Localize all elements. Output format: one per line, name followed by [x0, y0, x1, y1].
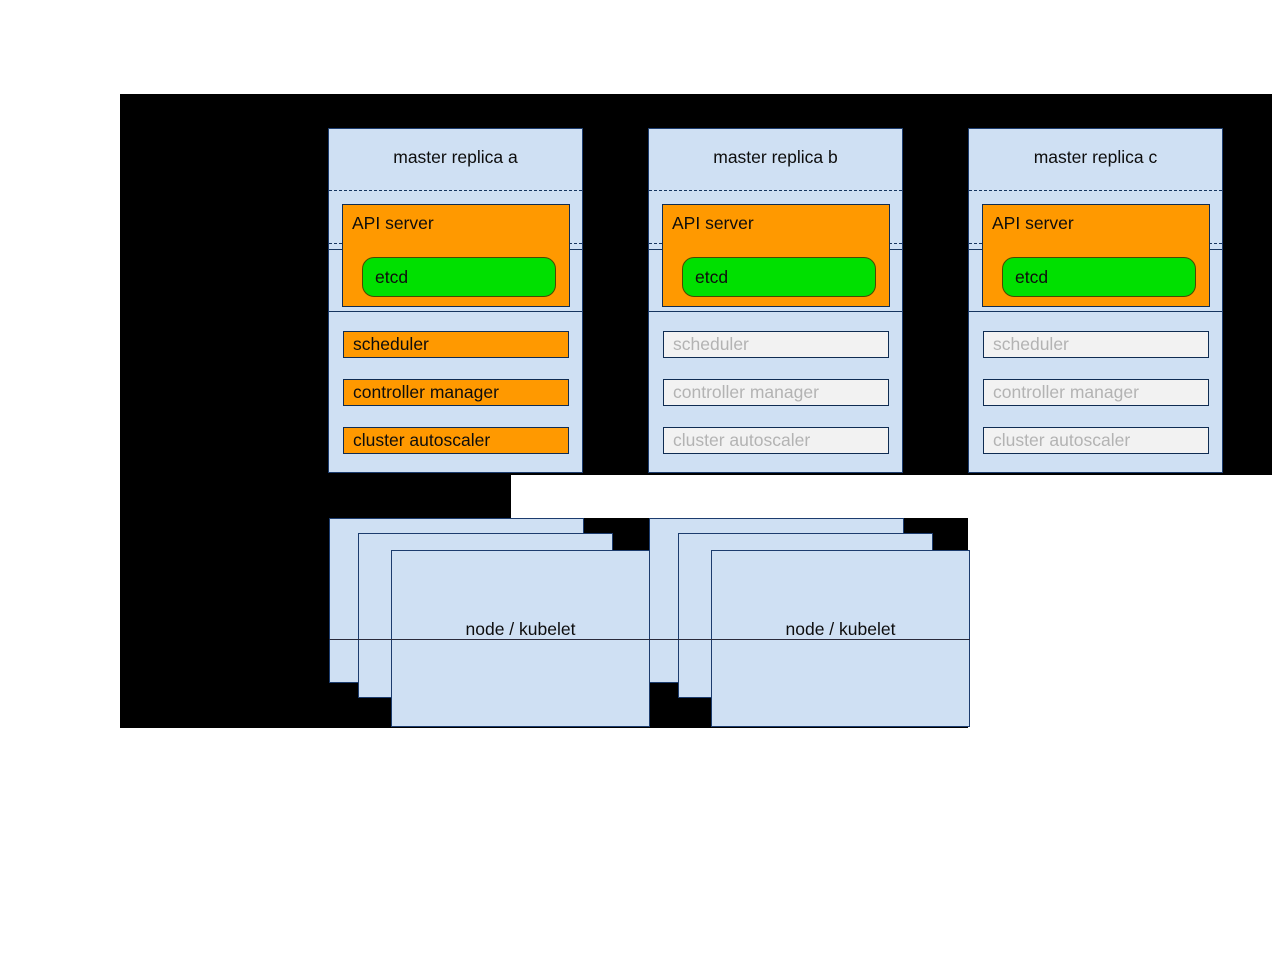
- master-replica-b-title: master replica b: [713, 147, 838, 167]
- node-group-2-divider: [649, 639, 970, 640]
- replica-a-inner-bottom: [329, 311, 582, 312]
- replica-c-inner-bottom: [969, 311, 1222, 312]
- replica-b-inner-bottom: [649, 311, 902, 312]
- etcd-box-b[interactable]: etcd: [682, 257, 876, 297]
- master-replica-c-title: master replica c: [1033, 147, 1158, 167]
- etcd-box-a[interactable]: etcd: [362, 257, 556, 297]
- controller-manager-chip-b[interactable]: controller manager: [663, 379, 889, 406]
- node-group-2-card-front[interactable]: node / kubelet: [711, 550, 970, 727]
- controller-manager-chip-a[interactable]: controller manager: [343, 379, 569, 406]
- replica-b-dash-top: [649, 190, 902, 191]
- node-group-1-divider: [329, 639, 650, 640]
- cluster-autoscaler-chip-c[interactable]: cluster autoscaler: [983, 427, 1209, 454]
- node-group-2-label: node / kubelet: [785, 619, 896, 639]
- controller-manager-chip-c[interactable]: controller manager: [983, 379, 1209, 406]
- cluster-autoscaler-chip-a[interactable]: cluster autoscaler: [343, 427, 569, 454]
- replica-a-dash-top: [329, 190, 582, 191]
- scheduler-chip-c[interactable]: scheduler: [983, 331, 1209, 358]
- node-group-1-card-front[interactable]: node / kubelet: [391, 550, 650, 727]
- api-server-label-c: API server: [992, 213, 1074, 233]
- api-server-label-a: API server: [352, 213, 434, 233]
- scheduler-chip-b[interactable]: scheduler: [663, 331, 889, 358]
- etcd-box-c[interactable]: etcd: [1002, 257, 1196, 297]
- replica-c-dash-top: [969, 190, 1222, 191]
- cluster-autoscaler-chip-b[interactable]: cluster autoscaler: [663, 427, 889, 454]
- scheduler-chip-a[interactable]: scheduler: [343, 331, 569, 358]
- node-group-1-label: node / kubelet: [465, 619, 576, 639]
- api-server-label-b: API server: [672, 213, 754, 233]
- master-replica-a-title: master replica a: [393, 147, 518, 167]
